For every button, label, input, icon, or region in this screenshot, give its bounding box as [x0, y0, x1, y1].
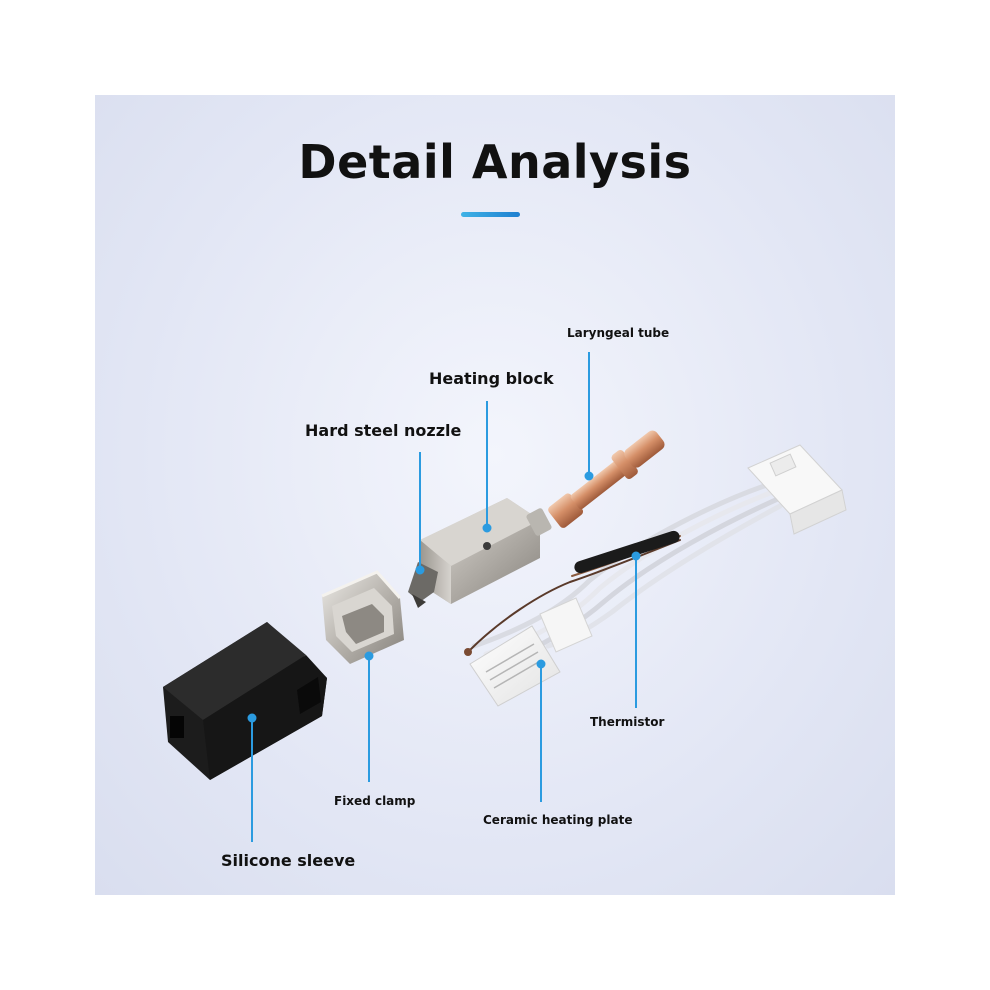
leader-lines [247, 352, 641, 842]
label-fixed-clamp: Fixed clamp [334, 794, 416, 808]
silicone-sleeve-part [163, 622, 327, 780]
laryngeal-tube-part [548, 430, 665, 528]
ceramic-heating-plate-part [469, 597, 593, 707]
label-ceramic-heating-plate: Ceramic heating plate [483, 813, 633, 827]
page-title: Detail Analysis [298, 135, 692, 189]
thermistor-part [464, 530, 680, 656]
label-silicone-sleeve: Silicone sleeve [221, 851, 356, 870]
label-heating-block: Heating block [429, 369, 554, 388]
wire-bundle [469, 479, 783, 663]
title-accent-bar [461, 212, 520, 217]
label-thermistor: Thermistor [590, 715, 665, 729]
fixed-clamp-part [321, 570, 404, 664]
label-laryngeal-tube: Laryngeal tube [567, 326, 670, 340]
label-hard-steel-nozzle: Hard steel nozzle [305, 421, 462, 440]
connector-part [747, 444, 847, 535]
hard-steel-nozzle-part [408, 562, 438, 608]
